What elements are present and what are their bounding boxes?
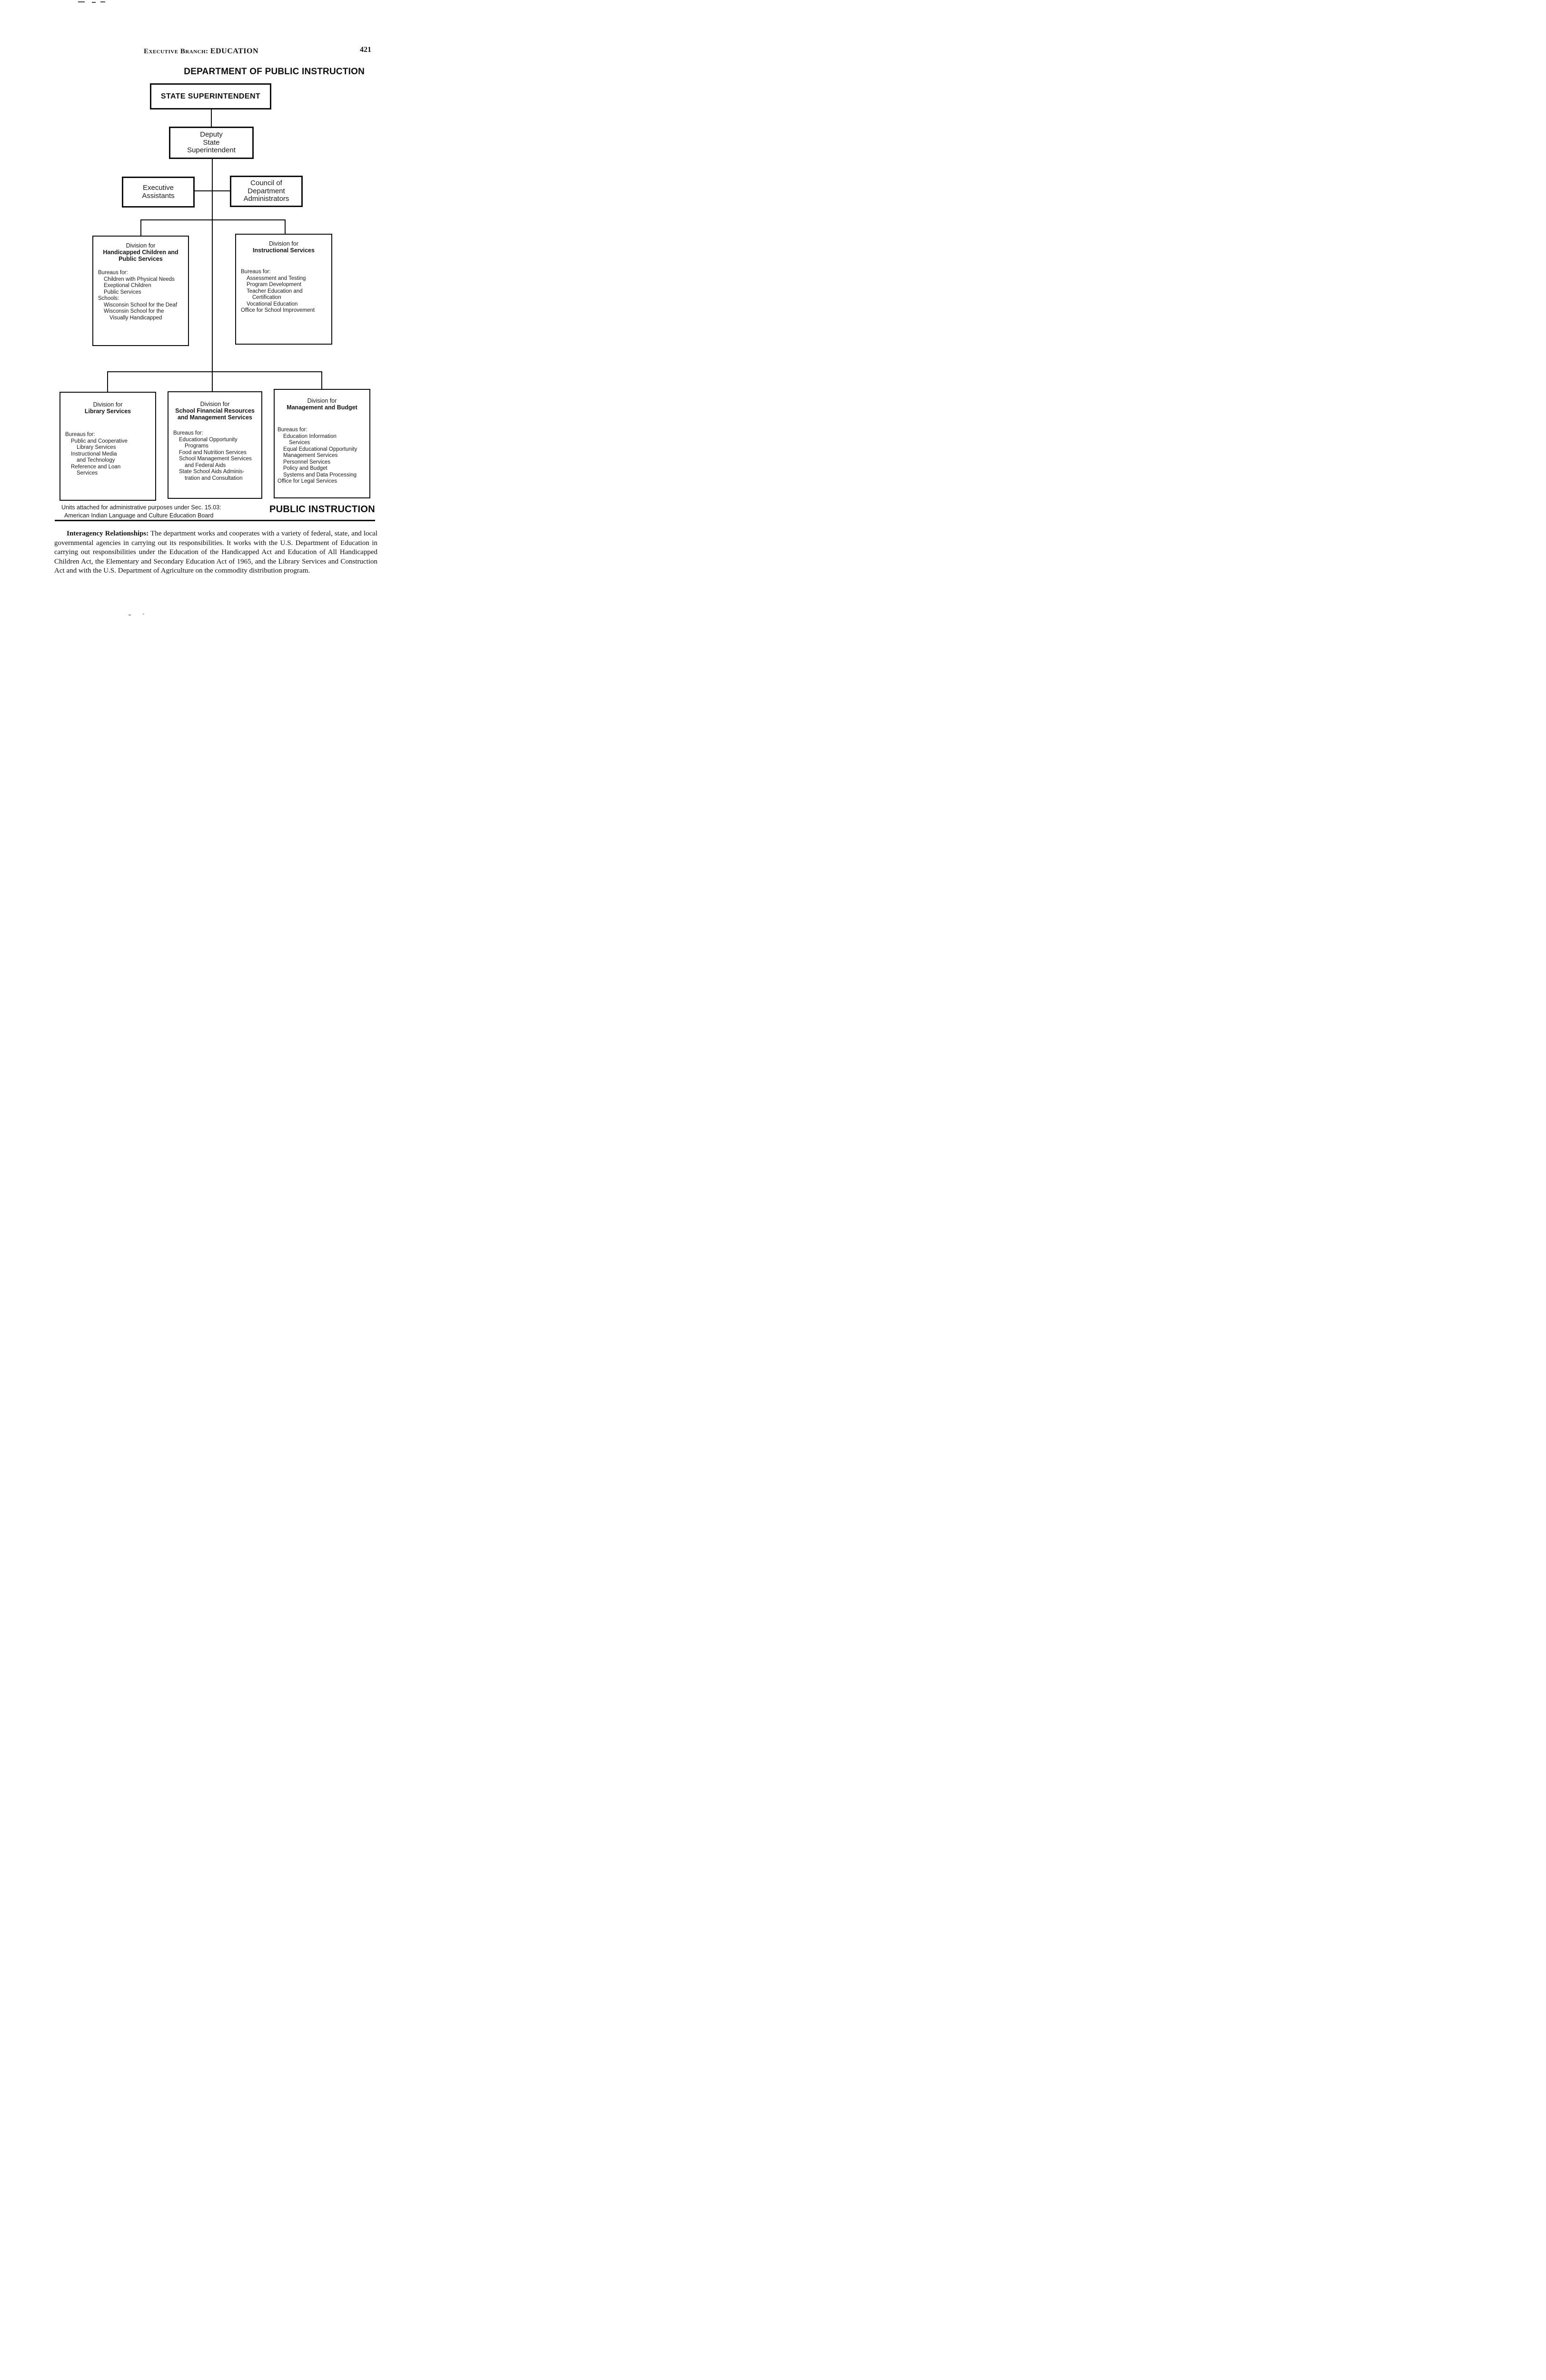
scan-artifact xyxy=(92,2,96,3)
division-pre-label: Division for xyxy=(93,401,123,408)
bureau-line: Bureaus for: xyxy=(173,430,203,436)
division-name: Handicapped Children and Public Services xyxy=(103,249,178,262)
bureau-line: Systems and Data Processing xyxy=(283,472,357,478)
bureau-line: Children with Physical Needs xyxy=(104,276,175,282)
box-deputy-label: Deputy State Superintendent xyxy=(187,130,236,155)
bureau-line: Public and Cooperative xyxy=(71,438,128,444)
connector-stub-handicapped xyxy=(140,219,141,236)
bureau-line: and Federal Aids xyxy=(185,462,226,468)
bureau-line: Teacher Education and xyxy=(247,288,303,294)
connector-assistants-council xyxy=(195,190,230,191)
connector-superintendent-deputy xyxy=(211,109,212,127)
running-header-left: Executive Branch: xyxy=(144,48,208,55)
bureau-line: Bureaus for: xyxy=(277,427,307,433)
box-executive-assistants: Executive Assistants xyxy=(122,177,195,208)
connector-division-row-1 xyxy=(140,219,286,220)
bureau-line: State School Aids Adminis- xyxy=(179,469,245,475)
running-header: Executive Branch: EDUCATION xyxy=(144,47,258,56)
bureau-line: Schools: xyxy=(98,296,119,301)
bureau-line: Services xyxy=(77,470,98,476)
bureau-line: Program Development xyxy=(247,282,302,288)
bureau-line: tration and Consultation xyxy=(185,475,243,481)
bureau-line: Assessment and Testing xyxy=(247,275,306,281)
paragraph-text: The department works and cooperates with… xyxy=(54,530,377,575)
footnote-line-1: Units attached for administrative purpos… xyxy=(61,504,221,511)
connector-stub-instructional xyxy=(285,219,286,234)
division-box-school-financial-resources: Division for School Financial Resources … xyxy=(168,391,262,499)
page-title: DEPARTMENT OF PUBLIC INSTRUCTION xyxy=(184,67,365,77)
paragraph-lead-label: Interagency Relationships: xyxy=(67,530,149,537)
connector-stub-library xyxy=(107,371,108,392)
bureau-line: Office for Legal Services xyxy=(277,478,337,484)
bureau-line: Wisconsin School for the xyxy=(104,308,164,314)
division-title: Division for Handicapped Children and Pu… xyxy=(93,242,188,262)
page-number: 421 xyxy=(360,46,371,54)
connector-division-row-2 xyxy=(107,371,322,372)
division-pre-label: Division for xyxy=(269,240,298,247)
bureau-line: Public Services xyxy=(104,289,141,295)
bureau-line: School Management Services xyxy=(179,456,252,462)
footnote-line-2: American Indian Language and Culture Edu… xyxy=(64,512,214,519)
bureau-line: Educational Opportunity xyxy=(179,436,238,443)
running-header-right: EDUCATION xyxy=(210,47,259,55)
bureau-line: Food and Nutrition Services xyxy=(179,449,247,456)
interagency-paragraph: Interagency Relationships: The departmen… xyxy=(54,529,377,576)
division-bureau-list: Bureaus for: Public and Cooperative Libr… xyxy=(60,432,155,477)
scan-artifact xyxy=(78,1,85,2)
division-name: Library Services xyxy=(84,408,131,415)
division-pre-label: Division for xyxy=(126,242,156,249)
footnote: Units attached for administrative purpos… xyxy=(61,504,221,520)
division-bureau-list: Bureaus for: Educational Opportunity Pro… xyxy=(168,430,261,482)
divider-rule xyxy=(55,520,375,521)
bureau-line: Instructional Media xyxy=(71,451,117,457)
bureau-line: Exeptional Children xyxy=(104,283,151,288)
division-title: Division for Library Services xyxy=(60,401,155,415)
division-title: Division for School Financial Resources … xyxy=(168,401,261,421)
connector-central-spine xyxy=(212,159,213,392)
division-name: School Financial Resources and Managemen… xyxy=(175,407,255,421)
bureau-line: Education Information xyxy=(283,433,337,439)
scan-artifact xyxy=(143,614,144,615)
box-deputy-state-superintendent: Deputy State Superintendent xyxy=(169,127,254,159)
division-bureau-list: Bureaus for: Education Information Servi… xyxy=(275,427,369,485)
bureau-line: Bureaus for: xyxy=(65,432,95,437)
bureau-line: Wisconsin School for the Deaf xyxy=(104,302,178,308)
box-executive-assistants-label: Executive Assistants xyxy=(142,183,175,200)
division-bureau-list: Bureaus for: Children with Physical Need… xyxy=(93,270,188,321)
bureau-line: Certification xyxy=(252,295,281,300)
bureau-line: Visually Handicapped xyxy=(109,315,162,321)
division-box-library-services: Division for Library Services Bureaus fo… xyxy=(59,392,156,501)
bureau-line: Vocational Education xyxy=(247,301,298,307)
division-box-management-and-budget: Division for Management and Budget Burea… xyxy=(274,389,370,498)
division-bureau-list: Bureaus for: Assessment and Testing Prog… xyxy=(236,269,331,314)
bureau-line: Bureaus for: xyxy=(98,270,128,276)
box-council-label: Council of Department Administrators xyxy=(243,178,289,203)
bureau-line: Management Services xyxy=(283,453,338,458)
connector-stub-management xyxy=(321,371,322,389)
division-pre-label: Division for xyxy=(307,397,337,404)
scan-artifact xyxy=(100,1,105,2)
bureau-line: Office for School Improvement xyxy=(241,307,315,313)
division-title: Division for Instructional Services xyxy=(236,240,331,254)
bureau-line: Policy and Budget xyxy=(283,466,327,471)
bureau-line: Programs xyxy=(185,443,208,449)
division-box-instructional-services: Division for Instructional Services Bure… xyxy=(235,234,332,345)
division-title: Division for Management and Budget xyxy=(275,397,369,411)
box-state-superintendent: STATE SUPERINTENDENT xyxy=(150,83,271,109)
bureau-line: Personnel Services xyxy=(283,459,331,465)
bureau-line: Library Services xyxy=(77,445,116,450)
bureau-line: Equal Educational Opportunity xyxy=(283,446,357,452)
chart-watermark-label: PUBLIC INSTRUCTION xyxy=(269,504,375,515)
bureau-line: Reference and Loan xyxy=(71,464,121,470)
division-pre-label: Division for xyxy=(200,401,230,407)
bureau-line: Services xyxy=(289,440,310,446)
division-box-handicapped-children: Division for Handicapped Children and Pu… xyxy=(92,236,189,346)
box-council-of-department-administrators: Council of Department Administrators xyxy=(230,176,303,207)
division-name: Management and Budget xyxy=(287,404,357,411)
bureau-line: and Technology xyxy=(77,457,115,463)
bureau-line: Bureaus for: xyxy=(241,269,271,275)
scanned-page: { "header": { "running_left": "Executive… xyxy=(0,0,386,621)
box-state-superintendent-label: STATE SUPERINTENDENT xyxy=(160,92,261,100)
division-name: Instructional Services xyxy=(253,247,315,254)
